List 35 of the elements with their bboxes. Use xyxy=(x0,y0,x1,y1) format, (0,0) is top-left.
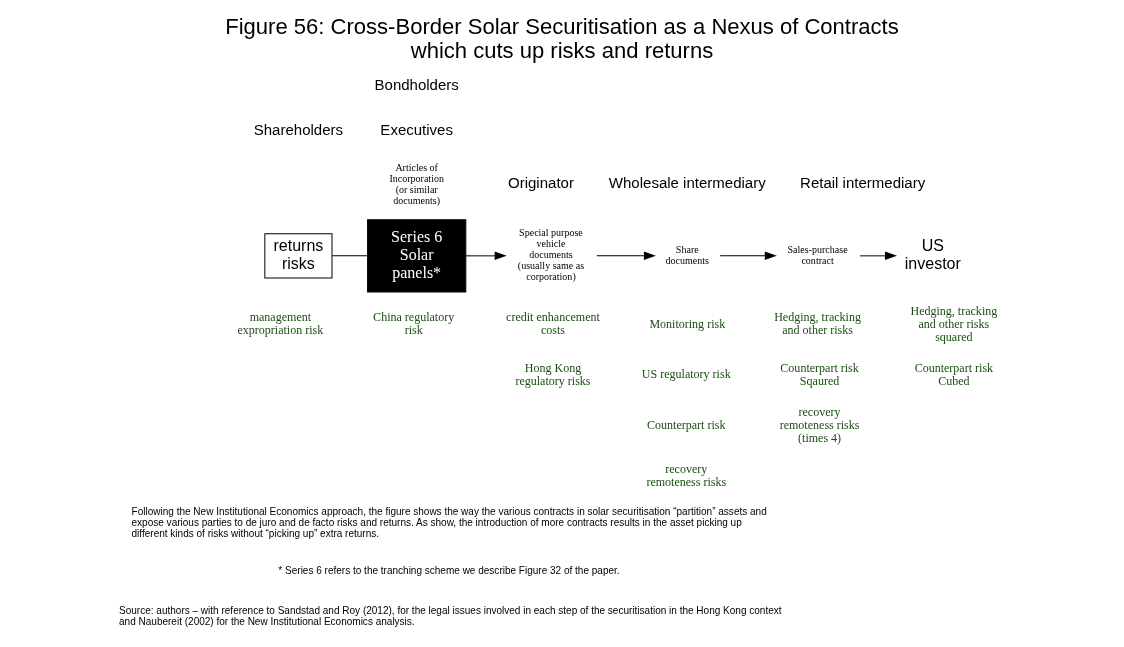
label: Source: authors – with reference to Sandstad and Roy (2012), for the legal issues involved in each step of the securitisation in the Hong Kong context and Naubereit (2002) for the New Institutional Economics analysis. xyxy=(119,604,782,627)
label: Monitoring risk xyxy=(649,316,726,331)
node-box: Series 6 Solar panels* xyxy=(367,219,467,293)
node-text: US investor xyxy=(904,235,961,272)
label: Shareholders xyxy=(253,121,344,139)
label: Hedging, tracking and other risks squared xyxy=(910,303,998,344)
label: * Series 6 refers to the tranching scheme we describe Figure 32 of the paper. xyxy=(278,565,620,577)
caption: Following the New Institutional Economics approach, the figure shows the way the various contracts in solar securitisation “partition” assets and expose various parties to de juro and de facto risks and returns. As show, the introduction of more contracts results in the asset picking up different kinds of risks without “picking up” extra returns. xyxy=(131,506,767,540)
label: Bondholders xyxy=(374,75,459,93)
diagram-title: Figure 56: Cross-Border Solar Securitisation as a Nexus of Contracts which cuts up risks and returns xyxy=(225,13,899,64)
label: Retail intermediary xyxy=(800,174,926,192)
label: Wholesale intermediary xyxy=(608,174,766,192)
node-text: Share documents xyxy=(665,243,709,266)
label: credit enhancement costs xyxy=(506,310,600,338)
label: US regulatory risk xyxy=(641,367,731,382)
node-box: returns risks xyxy=(264,233,333,279)
label: Counterpart risk Sqaured xyxy=(780,360,859,388)
label: Hedging, tracking and other risks xyxy=(774,310,861,338)
arrow xyxy=(719,251,776,260)
label: recovery remoteness risks xyxy=(646,461,727,489)
label: Counterpart risk xyxy=(647,417,726,432)
label: Counterpart risk Cubed xyxy=(914,360,994,388)
connector xyxy=(331,255,368,257)
label: Originator xyxy=(507,174,574,192)
node-text: Sales-purchase contract xyxy=(787,243,848,266)
label: Executives xyxy=(380,121,453,139)
label: recovery remoteness risks (times 4) xyxy=(779,404,860,445)
arrow xyxy=(465,251,506,260)
node-label: Articles of Incorporation (or similar documents) xyxy=(389,161,444,206)
node-text: Special purpose vehicle documents (usually same as corporation) xyxy=(517,227,585,283)
label: China regulatory risk xyxy=(373,310,455,338)
label: Hong Kong regulatory risks xyxy=(515,360,591,388)
label: management expropriation risk xyxy=(237,310,324,338)
arrow xyxy=(859,251,896,260)
arrow xyxy=(596,251,655,260)
